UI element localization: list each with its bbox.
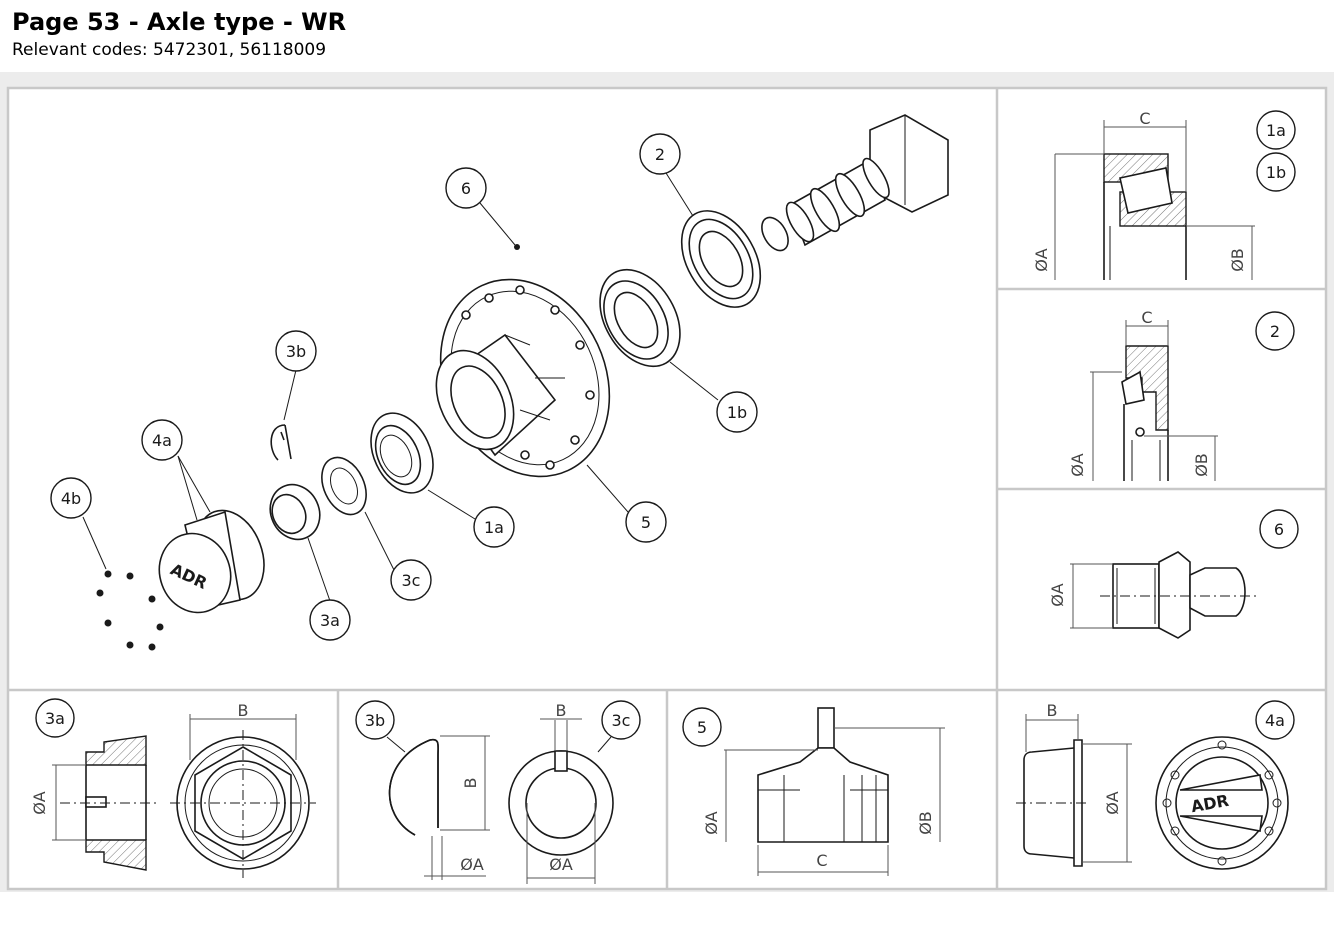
- dim-a-washer: ØA: [549, 855, 573, 874]
- svg-text:1a: 1a: [1266, 121, 1286, 140]
- svg-text:4a: 4a: [1265, 711, 1285, 730]
- bearing-part-1b: [599, 268, 681, 368]
- dim-a-pin: ØA: [460, 855, 484, 874]
- dim-b: ØB: [1228, 248, 1247, 272]
- dim-a: ØA: [1048, 583, 1067, 607]
- svg-text:6: 6: [1274, 520, 1284, 539]
- pin-part-3b: [270, 424, 292, 461]
- detail-cap: B ØA ADR 4a: [1016, 700, 1295, 870]
- bearing-part-1a: [370, 412, 434, 494]
- svg-text:5: 5: [697, 718, 707, 737]
- callout-3c: 3c: [390, 559, 432, 601]
- detail-nut: B ØA 3a: [30, 698, 316, 878]
- detail-bearing: C ØA ØB 1a 1b: [1032, 109, 1296, 280]
- callout-3b-detail: 3b: [355, 700, 395, 740]
- callout-4b: 4b: [50, 477, 92, 519]
- dim-c: C: [1139, 109, 1150, 128]
- dim-b-pin: B: [461, 778, 480, 789]
- callout-3c-detail: 3c: [601, 700, 641, 740]
- callout-6: 6: [445, 167, 487, 209]
- detail-seal: C ØA ØB 2: [1068, 308, 1295, 481]
- svg-text:4b: 4b: [61, 489, 81, 508]
- page-title: Page 53 - Axle type - WR: [12, 8, 347, 36]
- detail-nipple: ØA 6: [1048, 509, 1299, 639]
- grease-nipple-part-6: [514, 244, 520, 250]
- callout-4a: 4a: [141, 419, 183, 461]
- svg-text:4a: 4a: [152, 431, 172, 450]
- dim-b: B: [238, 701, 249, 720]
- svg-text:3a: 3a: [45, 709, 65, 728]
- callout-5-detail: 5: [682, 707, 722, 747]
- callout-4a-detail: 4a: [1255, 700, 1295, 740]
- washer-part-3c: [321, 456, 367, 516]
- svg-text:1b: 1b: [727, 403, 747, 422]
- svg-text:5: 5: [641, 513, 651, 532]
- hub-part-5: [435, 278, 611, 478]
- exploded-view: ADR 2 6 1b 5 1a 3c 3b: [50, 114, 949, 651]
- callout-1b: 1b: [716, 391, 758, 433]
- leader-lines: [82, 172, 719, 602]
- callout-3a-detail: 3a: [35, 698, 75, 738]
- svg-text:3b: 3b: [286, 342, 306, 361]
- dim-b: ØB: [1192, 453, 1211, 477]
- svg-text:3c: 3c: [402, 571, 421, 590]
- dim-c: C: [1141, 308, 1152, 327]
- axle-stub: [761, 114, 949, 252]
- seal-part-2: [680, 210, 762, 308]
- dim-a: ØA: [702, 811, 721, 835]
- dim-a: ØA: [30, 791, 49, 815]
- page-subtitle: Relevant codes: 5472301, 56118009: [12, 40, 327, 60]
- dim-c: C: [816, 851, 827, 870]
- svg-text:2: 2: [655, 145, 665, 164]
- page-header: Page 53 - Axle type - WR Relevant codes:…: [12, 6, 1322, 66]
- dim-b: ØB: [916, 811, 935, 835]
- svg-text:1b: 1b: [1266, 163, 1286, 182]
- callout-2-detail: 2: [1255, 311, 1295, 351]
- callout-5: 5: [625, 501, 667, 543]
- svg-text:6: 6: [461, 179, 471, 198]
- callout-1b-detail: 1b: [1256, 152, 1296, 192]
- callout-6-detail: 6: [1259, 509, 1299, 549]
- lock-nut-part-3a: [269, 483, 321, 541]
- svg-text:3b: 3b: [365, 711, 385, 730]
- dim-a: ØA: [1103, 791, 1122, 815]
- callout-3a: 3a: [309, 599, 351, 641]
- svg-text:2: 2: [1270, 322, 1280, 341]
- dim-b: B: [1047, 701, 1058, 720]
- dim-a: ØA: [1068, 453, 1087, 477]
- hub-cap-part-4a: ADR: [158, 509, 265, 614]
- svg-text:3a: 3a: [320, 611, 340, 630]
- dim-a: ØA: [1032, 248, 1051, 272]
- callout-2: 2: [639, 133, 681, 175]
- svg-text:3c: 3c: [612, 711, 631, 730]
- callout-1a: 1a: [473, 506, 515, 548]
- detail-hub: ØA ØB C 5: [682, 707, 945, 876]
- dim-b-washer: B: [556, 701, 567, 720]
- callout-1a-detail: 1a: [1256, 110, 1296, 150]
- screws-part-4b: [96, 570, 164, 651]
- detail-pin-washer: B ØA B ØA 3b 3c: [355, 700, 641, 884]
- svg-text:1a: 1a: [484, 518, 504, 537]
- callout-3b: 3b: [275, 330, 317, 372]
